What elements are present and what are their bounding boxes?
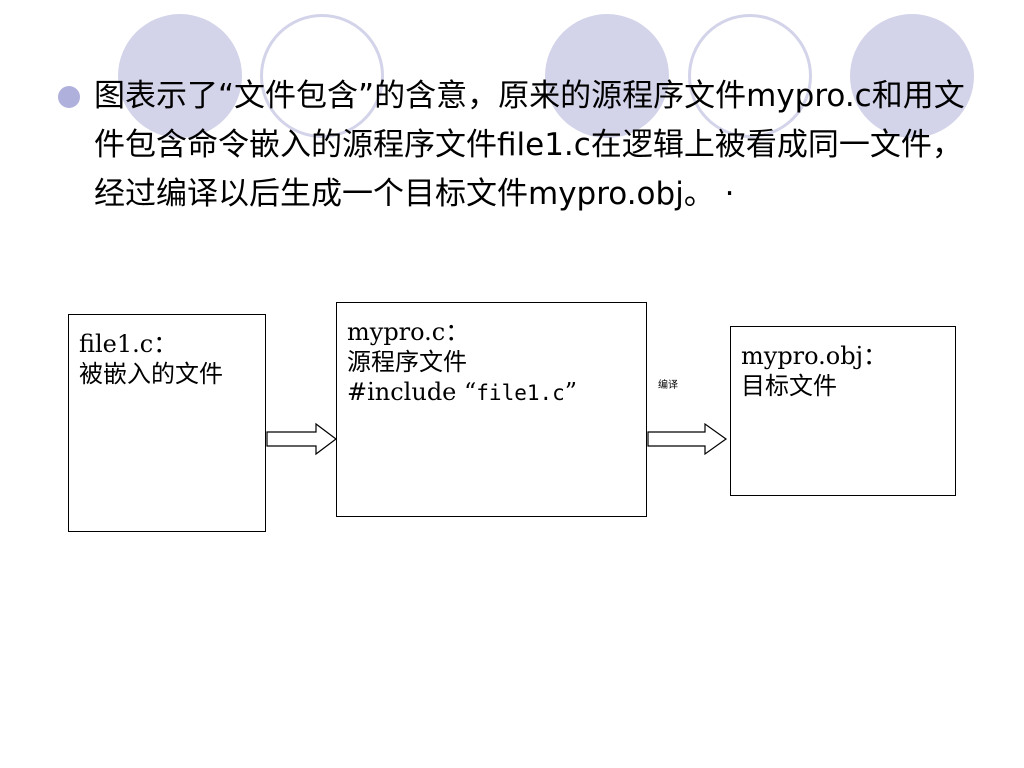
file1-box-title: file1.c： — [79, 330, 178, 358]
bullet-text-segment: 在逻辑上被看成同一文件，经过编译以后生成一个目标文件 — [94, 127, 963, 212]
bullet-paragraph: 图表示了“文件包含”的含意，原来的源程序文件mypro.c和用文件包含命令嵌入的… — [94, 72, 974, 219]
decorative-circle — [118, 14, 242, 138]
filename-mypro-obj: mypro.obj — [528, 176, 684, 212]
bullet-text-segment: 和用文件包含命令嵌入的源程序文件 — [94, 78, 965, 163]
mypro-box: mypro.c： 源程序文件 #include “file1.c” — [336, 302, 647, 517]
mypro-box-desc: 源程序文件 — [347, 348, 467, 376]
file1-box: file1.c： 被嵌入的文件 — [68, 314, 266, 532]
mypro-box-title: mypro.c： — [347, 318, 470, 346]
bullet-icon — [58, 86, 80, 108]
decorative-circle — [545, 14, 669, 138]
include-directive: #include “file1.c” — [347, 377, 636, 408]
mypro-obj-box-title: mypro.obj： — [741, 342, 888, 370]
file1-box-desc: 被嵌入的文件 — [79, 360, 223, 388]
edge-label-compile: 编译 — [658, 380, 678, 391]
filename-mypro-c: mypro.c — [746, 78, 872, 114]
arrow-right-icon — [647, 422, 728, 456]
bullet-text-segment: 。 · — [683, 176, 735, 212]
filename-file1-c: file1.c — [497, 127, 591, 163]
include-suffix: ” — [564, 378, 578, 406]
mypro-obj-box: mypro.obj： 目标文件 — [730, 326, 956, 496]
arrow-right-icon — [266, 422, 337, 456]
mypro-obj-box-desc: 目标文件 — [741, 372, 837, 400]
decorative-circle-ring — [260, 14, 384, 138]
decorative-circle-ring — [688, 14, 812, 138]
decorative-circle — [850, 14, 974, 138]
include-file: file1.c — [476, 381, 565, 405]
include-prefix: #include “ — [347, 378, 477, 406]
bullet-text-segment: 图表示了“文件包含”的含意，原来的源程序文件 — [94, 78, 747, 114]
